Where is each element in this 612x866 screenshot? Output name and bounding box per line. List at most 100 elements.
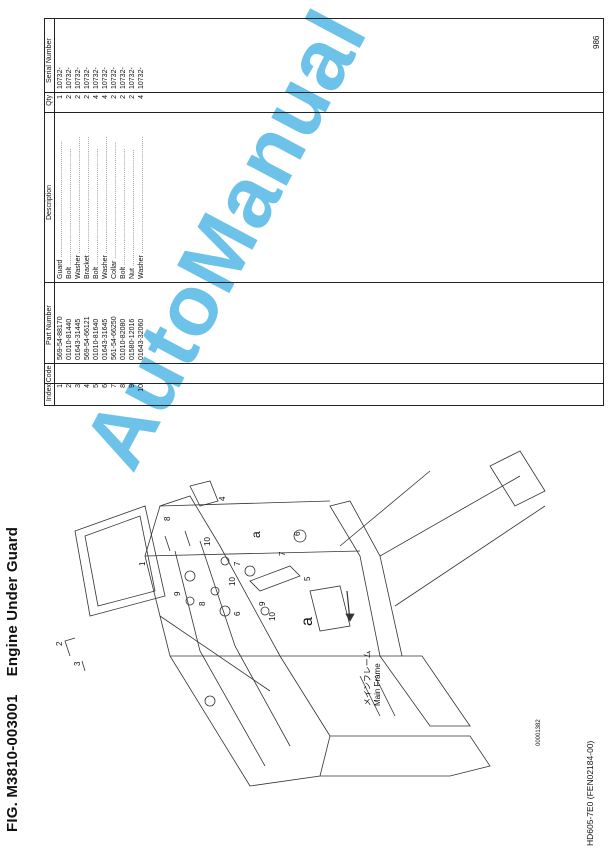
cell-part-number: 01010-81640 [93, 318, 100, 360]
figure-code: FIG. M3810-003001 [4, 694, 21, 832]
cell-serial-number: 10732- [120, 67, 127, 89]
header-description: Description [46, 184, 53, 220]
bolt-part [219, 605, 231, 617]
cell-description: Washer .................................… [138, 136, 145, 280]
callout-number: 6 [233, 611, 242, 616]
cell-qty: 2 [84, 95, 91, 99]
callout-number: 2 [55, 641, 64, 646]
frame-extension [379, 475, 546, 607]
cell-index: 6 [102, 384, 109, 388]
cell-serial-number: 10732- [57, 67, 64, 89]
cell-qty: 4 [138, 95, 145, 99]
cell-description: Bolt ...................................… [93, 148, 100, 279]
cell-qty: 4 [93, 95, 100, 99]
cell-description: Guard ..................................… [57, 140, 64, 279]
cell-serial-number: 10732- [75, 67, 82, 89]
callout-number: 3 [73, 661, 82, 666]
callout-number: 10 [228, 577, 237, 586]
figure-name: Engine Under Guard [4, 526, 21, 677]
cell-qty: 1 [57, 95, 64, 99]
view-label: a [299, 617, 316, 626]
cell-qty: 2 [129, 95, 136, 99]
cell-qty: 2 [120, 95, 127, 99]
callout-number: 7 [278, 551, 287, 556]
leader-line [339, 470, 431, 547]
main-frame-outline [144, 495, 331, 787]
main-frame-ribs [174, 540, 291, 767]
cell-description: Bracket ................................… [84, 136, 91, 279]
bolt-part [244, 565, 256, 577]
callout-number: 10 [203, 537, 212, 546]
cell-part-number: 569-54-88170 [57, 316, 64, 360]
cell-serial-number: 10732- [66, 67, 73, 89]
callout-number: 9 [173, 591, 182, 596]
washer-part [81, 660, 86, 672]
cell-serial-number: 10732- [102, 67, 109, 89]
cell-description: Nut ....................................… [129, 149, 136, 279]
cell-index: 1 [57, 384, 64, 388]
cell-qty: 2 [111, 95, 118, 99]
frame-lower-beam [329, 500, 403, 657]
cell-serial-number: 10732- [138, 67, 145, 89]
table-row: 3 01643-31445 Washer .....................… [74, 19, 83, 405]
cell-part-number: 01010-82080 [120, 318, 127, 360]
footer-doc-ref: HD605-7E0 (FEN02184-00) [585, 740, 595, 846]
view-arrow-head [345, 613, 355, 622]
header-code: Code [46, 365, 53, 383]
cell-serial-number: 10732- [93, 67, 100, 89]
callout-en: Main Frame [373, 663, 382, 706]
collar-part [260, 606, 270, 616]
cell-serial-number: 10732- [84, 67, 91, 89]
cell-serial-number: 10732- [111, 67, 118, 89]
cell-description: Washer .................................… [75, 136, 82, 280]
bracket-part [249, 565, 301, 592]
callout-number: 9 [258, 601, 267, 606]
cell-index: 9 [129, 384, 136, 388]
guard-plate [74, 505, 166, 617]
figure-title: FIG. M3810-003001 Engine Under Guard [4, 527, 21, 832]
guard-plate-inner [84, 515, 156, 607]
callout-number: 6 [293, 531, 302, 536]
cell-part-number: 569-54-66121 [84, 316, 91, 360]
cell-qty: 2 [75, 95, 82, 99]
exploded-view-drawing: a a メインフレーム Main Frame 00001382 1 2 3 4 … [55, 450, 546, 787]
frame-bracket-end [489, 450, 546, 507]
leader-line [159, 615, 271, 692]
cell-part-number: 01010-81440 [66, 318, 73, 360]
main-frame-posts [144, 500, 380, 657]
callout-number: 7 [233, 561, 242, 566]
cell-qty: 2 [66, 95, 73, 99]
cell-part-number: 01643-31445 [75, 318, 82, 360]
cell-part-number: 01643-31645 [102, 318, 109, 360]
fastener-lines [164, 530, 191, 552]
cell-description: Bolt ...................................… [120, 148, 127, 279]
callout-jp: メインフレーム [363, 650, 372, 706]
dot-leader: ........................................… [66, 148, 73, 267]
drawing-code: 00001382 [536, 719, 542, 746]
cell-index: 3 [75, 384, 82, 388]
cell-index: 10 [138, 384, 145, 392]
callout-number: 8 [198, 601, 207, 606]
header-qty: Qty [46, 95, 53, 106]
callout-number: 5 [303, 576, 312, 581]
dot-leader: ........................................… [57, 140, 64, 260]
dot-leader: ........................................… [111, 142, 118, 261]
frame-hole [293, 529, 307, 543]
header-serial-number: Serial Number [46, 38, 53, 83]
washer-part [220, 556, 230, 566]
dot-leader: ........................................… [120, 148, 127, 267]
dot-leader: ........................................… [102, 136, 109, 256]
detail-label: a [249, 531, 263, 538]
cell-description: Bolt ...................................… [66, 148, 73, 279]
frame-hole [204, 695, 216, 707]
frame-detail-lines [359, 675, 396, 717]
callout-number: 8 [163, 516, 172, 521]
